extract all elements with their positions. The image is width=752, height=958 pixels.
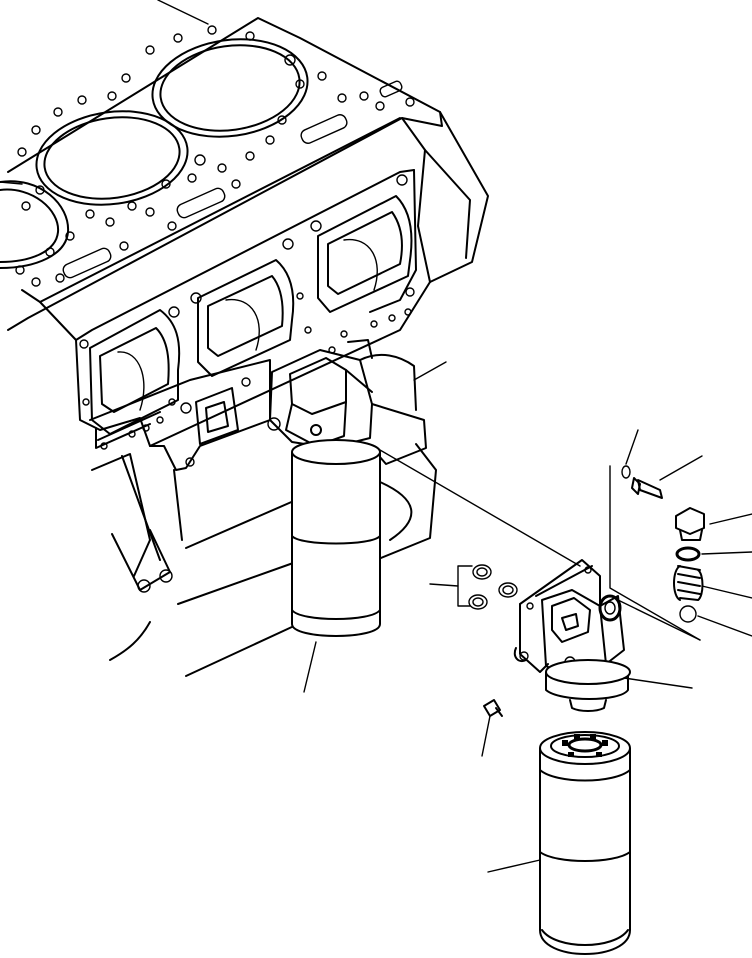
face-bolts bbox=[79, 174, 415, 406]
callout-leader bbox=[429, 583, 459, 587]
callout-leader bbox=[303, 641, 317, 693]
filter-head-assembly bbox=[513, 559, 631, 712]
assembly-lines bbox=[379, 449, 701, 641]
gasket-holes bbox=[15, 25, 415, 287]
oil-filter-installed bbox=[291, 439, 381, 637]
callout-leaders bbox=[0, 0, 752, 873]
relief-valve-parts bbox=[609, 465, 705, 641]
engine-block bbox=[0, 17, 489, 677]
callout-leader bbox=[487, 859, 541, 873]
callout-leader bbox=[413, 361, 447, 381]
o-rings bbox=[457, 564, 518, 610]
callout-leader bbox=[701, 585, 752, 599]
oil-filter-exploded bbox=[539, 731, 631, 955]
cylinder-bore bbox=[35, 110, 189, 206]
callout-leader bbox=[157, 0, 209, 25]
callout-leader bbox=[0, 181, 23, 185]
callout-leader bbox=[697, 615, 752, 637]
callout-leader bbox=[701, 551, 752, 555]
callout-leader bbox=[709, 513, 752, 525]
port-thread bbox=[598, 594, 622, 622]
small-bolt bbox=[483, 699, 503, 717]
callout-leader bbox=[659, 455, 703, 481]
cylinder-bore bbox=[151, 38, 309, 138]
callout-leader bbox=[625, 429, 639, 465]
callout-leader bbox=[481, 715, 491, 757]
callout-leader bbox=[623, 677, 693, 689]
